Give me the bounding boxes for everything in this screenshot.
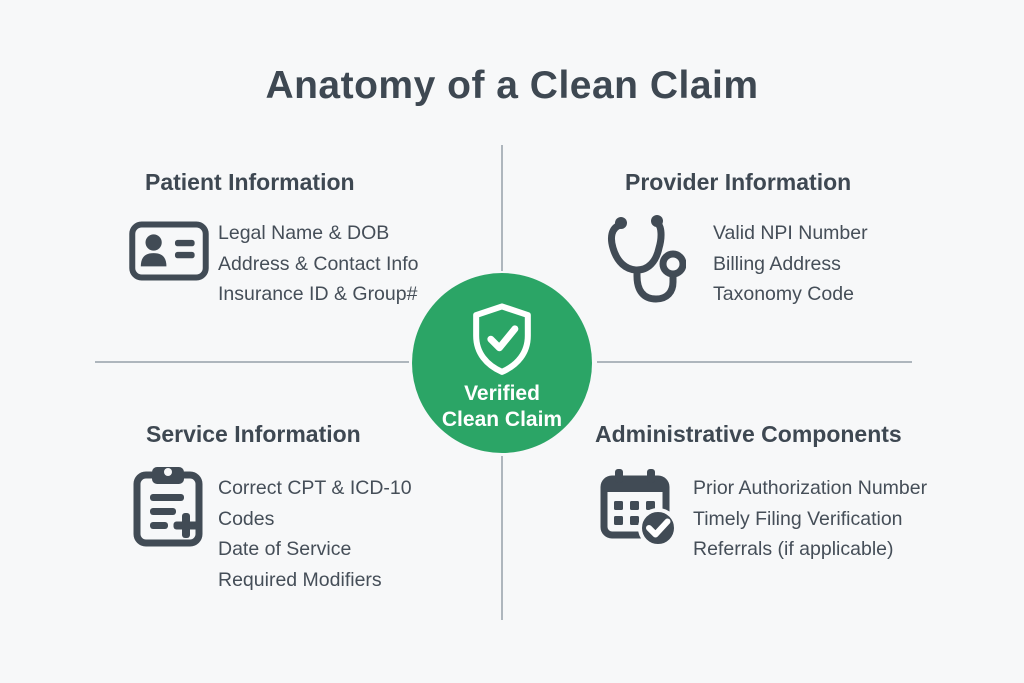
calendar-check-icon (597, 466, 679, 550)
shield-check-icon (471, 303, 533, 375)
list-item: Referrals (if applicable) (693, 538, 894, 560)
list-administrative-components: Prior Authorization Number Timely Filing… (693, 473, 963, 565)
list-item: Correct CPT & ICD-10 Codes (218, 477, 412, 530)
stethoscope-icon (606, 212, 686, 304)
page-title: Anatomy of a Clean Claim (265, 64, 759, 107)
list-provider-information: Valid NPI Number Billing Address Taxonom… (713, 218, 933, 310)
divider-horizontal-left (95, 361, 409, 363)
list-item: Required Modifiers (218, 568, 382, 591)
badge-label-line1: Verified (464, 382, 540, 405)
heading-service-information: Service Information (146, 421, 361, 447)
id-card-icon (128, 216, 210, 286)
heading-provider-information: Provider Information (625, 169, 852, 195)
list-item: Address & Contact Info (218, 252, 419, 275)
list-item: Legal Name & DOB (218, 222, 390, 244)
list-item: Valid NPI Number (713, 222, 868, 244)
verified-clean-claim-badge: Verified Clean Claim (412, 273, 592, 453)
list-patient-information: Legal Name & DOB Address & Contact Info … (218, 218, 448, 310)
list-item: Insurance ID & Group# (218, 283, 418, 305)
list-item: Timely Filing Verification (693, 507, 903, 530)
clipboard-plus-icon (131, 462, 205, 548)
badge-label-line2: Clean Claim (441, 408, 563, 431)
list-item: Billing Address (713, 252, 841, 275)
divider-vertical-top (501, 145, 503, 271)
heading-administrative-components: Administrative Components (595, 421, 902, 447)
divider-horizontal-right (597, 361, 912, 363)
list-item: Prior Authorization Number (693, 477, 928, 499)
list-item: Taxonomy Code (713, 283, 854, 305)
list-service-information: Correct CPT & ICD-10 Codes Date of Servi… (218, 473, 433, 595)
divider-vertical-bottom (501, 456, 503, 620)
list-item: Date of Service (218, 538, 352, 560)
heading-patient-information: Patient Information (145, 169, 355, 195)
